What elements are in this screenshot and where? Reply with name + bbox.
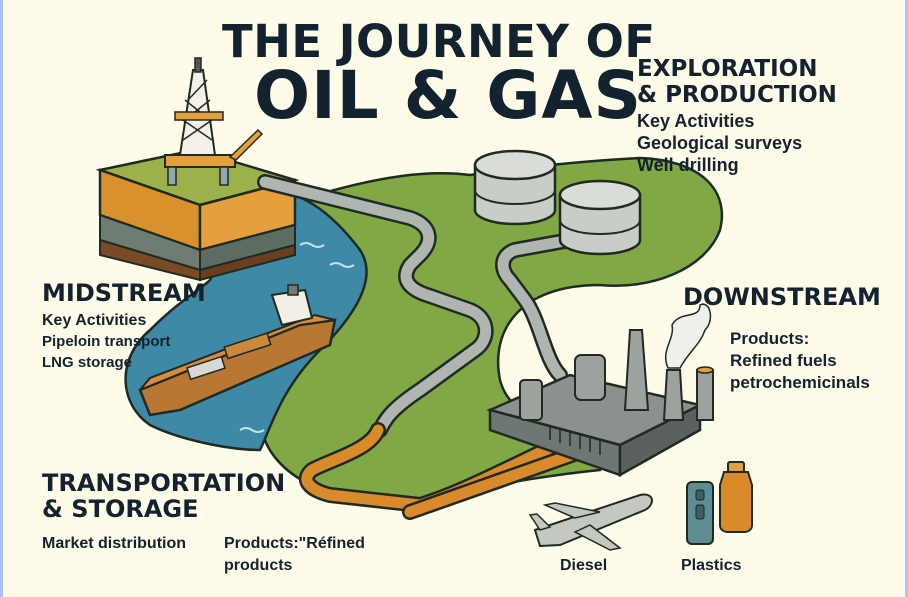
refinery-icon (486, 303, 714, 478)
tanker-ship-icon (138, 284, 337, 417)
downstream-line: petrochemicinals (730, 373, 870, 392)
offshore-rig-icon (95, 57, 300, 282)
transportation-heading-line2: & STORAGE (42, 495, 199, 523)
midstream-line: Pipeloin transport (42, 333, 171, 350)
market-distribution-label: Market distribution (42, 535, 187, 552)
pipeline-icon (257, 174, 578, 438)
transportation-products: Products:"Réfined products (224, 533, 365, 577)
exploration-line: Geological surveys (637, 133, 803, 153)
exploration-heading-line2: & PRODUCTION (637, 82, 837, 108)
downstream-line: Products: (730, 329, 810, 348)
storage-tank-icon (473, 149, 642, 256)
bottle-icon (719, 461, 753, 533)
diesel-label: Diesel (560, 557, 608, 574)
downstream-section: DOWNSTREAM Products: Refined fuels petro… (683, 284, 881, 394)
exploration-heading-line1: EXPLORATION (637, 56, 818, 82)
page-title-line2: OIL & GAS (254, 57, 643, 134)
exploration-line: Well drilling (637, 155, 739, 175)
exploration-line: Key Activities (637, 111, 755, 131)
airplane-icon (528, 493, 653, 551)
exploration-section: EXPLORATION & PRODUCTION Key Activities … (637, 56, 837, 176)
downstream-line: Refined fuels (730, 351, 837, 370)
transportation-products-line1: Products:"Réfined (224, 535, 365, 552)
transportation-section: TRANSPORTATION & STORAGE (42, 470, 285, 522)
transportation-products-line2: products (224, 557, 293, 574)
midstream-line: LNG storage (42, 354, 133, 371)
fuel-pump-icon (686, 481, 714, 545)
midstream-line: Key Activities (42, 312, 147, 329)
plastics-label: Plastics (681, 557, 742, 574)
page-title-line1: THE JOURNEY OF (222, 15, 656, 68)
transportation-heading-line1: TRANSPORTATION (42, 469, 286, 497)
midstream-heading: MIDSTREAM (42, 279, 206, 307)
midstream-section: MIDSTREAM Key Activities Pipeloin transp… (42, 280, 206, 373)
downstream-heading: DOWNSTREAM (683, 283, 881, 311)
